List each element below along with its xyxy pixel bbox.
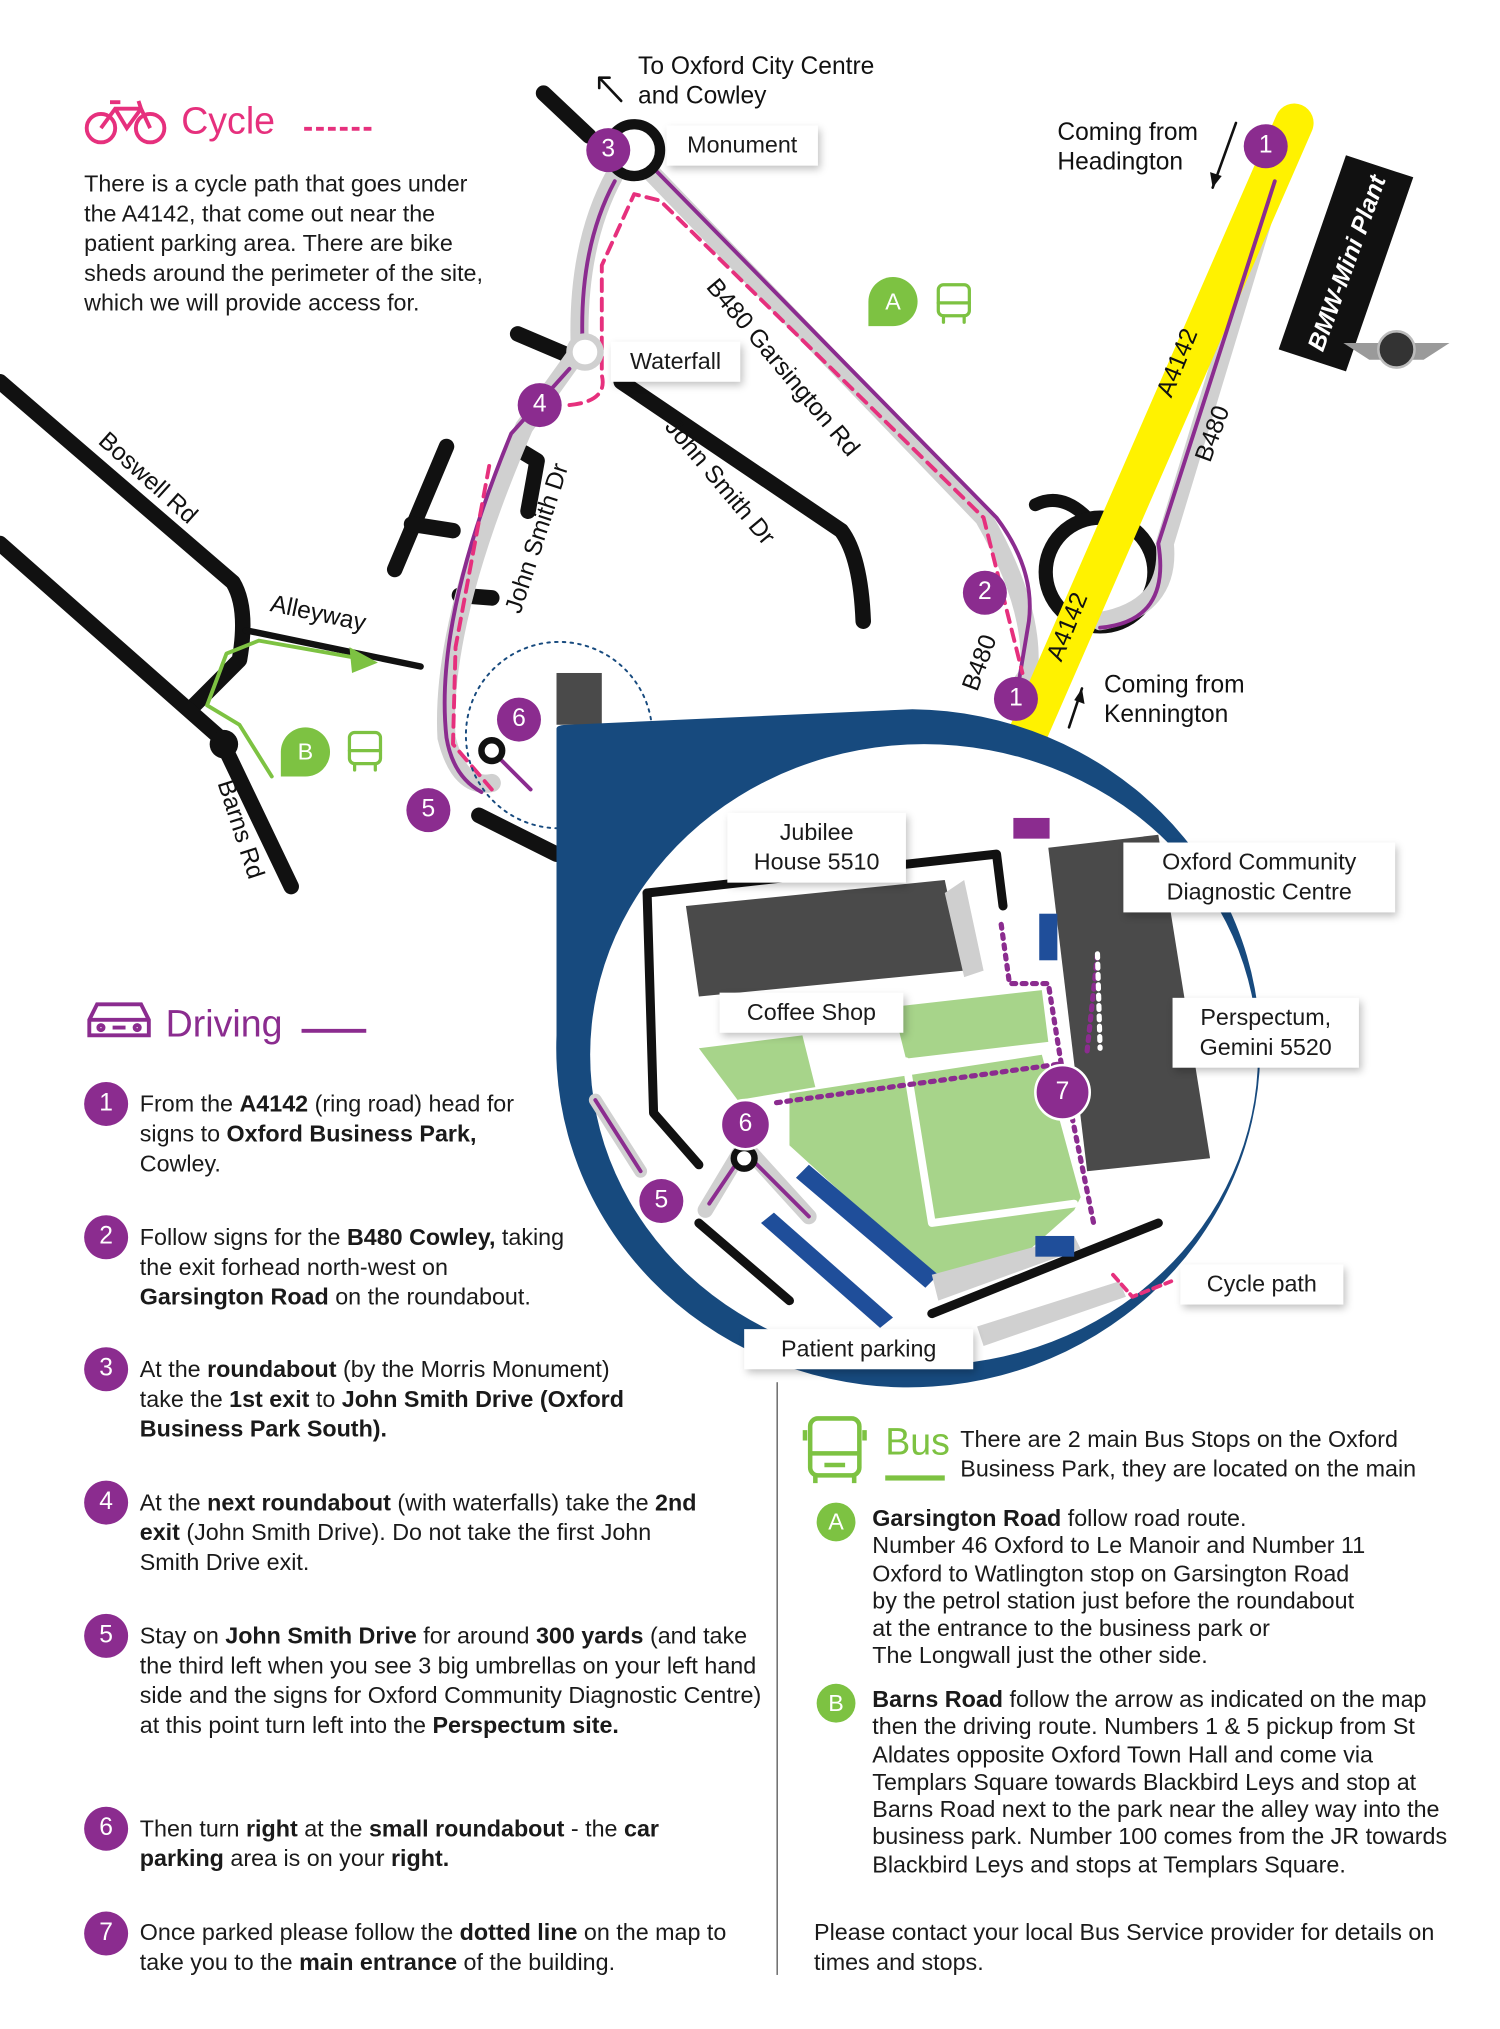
- perspectum-line2: Gemini 5520: [1199, 1034, 1332, 1060]
- jubilee-line2: House 5510: [753, 848, 880, 875]
- map-marker-6: 6: [496, 697, 541, 742]
- site-marker-7: 7: [1034, 1063, 1092, 1121]
- to-city-label-2: and Cowley: [638, 83, 767, 110]
- bus-b-text: Barns Road follow the arrow as indicated…: [872, 1686, 1448, 1878]
- map-marker-4: 4: [517, 383, 562, 428]
- bus-stop-b-marker: B: [280, 727, 331, 777]
- ocdc-line1: Oxford Community: [1162, 848, 1357, 875]
- road-to-city: [535, 85, 597, 144]
- walking-dotted-route: [773, 916, 1101, 1226]
- mini-logo: [1343, 330, 1450, 369]
- cycle-header: Cycle: [84, 96, 382, 148]
- step-1: From the A4142 (ring road) head for sign…: [139, 1091, 515, 1177]
- a4142-road: [1009, 103, 1314, 751]
- step-4-marker: 4: [84, 1480, 129, 1525]
- step-5: Stay on John Smith Drive for around 300 …: [139, 1622, 762, 1739]
- map-marker-3: 3: [586, 128, 631, 173]
- kennington-label-2: Kennington: [1104, 701, 1228, 728]
- bus-legend-line: [885, 1475, 945, 1481]
- step-5-marker: 5: [84, 1613, 129, 1658]
- bus-a-text: Garsington Road follow road route. Numbe…: [872, 1505, 1366, 1669]
- waterfall-label: Waterfall: [610, 341, 741, 382]
- road-label-alleyway: Alleyway: [268, 590, 369, 637]
- bus-stop-a-marker: A: [868, 276, 918, 327]
- ocdc-line2: Diagnostic Centre: [1166, 878, 1352, 905]
- section-divider: [776, 1382, 778, 1975]
- waterfall-roundabout: [566, 333, 604, 371]
- bus-b-marker: B: [816, 1683, 856, 1723]
- bus-b-route: [205, 638, 371, 779]
- patient-parking-label: Patient parking: [744, 1329, 974, 1370]
- step-6-marker: 6: [84, 1806, 129, 1851]
- bike-shed-icon: [1013, 817, 1050, 839]
- bus-icon-large: [802, 1416, 867, 1484]
- kennington-label: Coming from: [1104, 671, 1245, 698]
- map-marker-2: 2: [962, 570, 1007, 615]
- cycle-legend-line: [304, 126, 372, 131]
- step-3-marker: 3: [84, 1347, 129, 1392]
- inset-site: [588, 817, 1211, 1346]
- step-2-marker: 2: [84, 1215, 129, 1260]
- step-6: Then turn right at the small roundabout …: [139, 1815, 659, 1872]
- headington-label-2: Headington: [1057, 149, 1183, 176]
- map-marker-1: 1: [1243, 124, 1288, 169]
- step-2: Follow signs for the B480 Cowley, taking…: [139, 1224, 565, 1310]
- perspectum-label: Perspectum, Gemini 5520: [1172, 997, 1359, 1068]
- bus-intro: There are 2 main Bus Stops on the Oxford…: [960, 1426, 1417, 1482]
- alleyway-path: [242, 627, 424, 670]
- bus-icon: [347, 283, 971, 772]
- step-4: At the next roundabout (with waterfalls)…: [139, 1489, 697, 1576]
- perspectum-line1: Perspectum,: [1200, 1004, 1332, 1031]
- headington-label: Coming from: [1057, 119, 1198, 146]
- to-city-label: To Oxford City Centre: [638, 53, 874, 80]
- step-7: Once parked please follow the dotted lin…: [139, 1919, 727, 1975]
- jubilee-line1: Jubilee: [779, 819, 854, 846]
- map-marker-1b: 1: [993, 676, 1038, 721]
- step-1-marker: 1: [84, 1081, 129, 1126]
- bus-a-marker: A: [816, 1502, 856, 1542]
- cycle-title: Cycle: [181, 100, 276, 143]
- bus-footer: Please contact your local Bus Service pr…: [814, 1919, 1435, 1975]
- step-3: At the roundabout (by the Morris Monumen…: [139, 1356, 624, 1442]
- john-smith-dr-east: [613, 374, 871, 629]
- map-marker-5: 5: [406, 788, 451, 833]
- driving-route: [442, 166, 1277, 794]
- driving-legend-line: [301, 1028, 367, 1033]
- site-marker-6: 6: [719, 1098, 772, 1151]
- cycle-description: There is a cycle path that goes under th…: [84, 170, 483, 316]
- bicycle-icon: [84, 100, 167, 145]
- driving-title: Driving: [165, 1004, 283, 1046]
- disabled-parking-icon: [1039, 913, 1058, 961]
- car-icon: [87, 1002, 151, 1038]
- coffee-shop-label: Coffee Shop: [719, 992, 904, 1033]
- driving-header: Driving: [84, 999, 382, 1051]
- cycle-route: [567, 192, 1025, 675]
- road-label-b480-2: B480: [957, 631, 1002, 694]
- cycle-path-label: Cycle path: [1180, 1264, 1344, 1305]
- step-7-marker: 7: [84, 1911, 129, 1956]
- monument-label: Monument: [666, 125, 818, 166]
- bus-title: Bus: [885, 1422, 950, 1464]
- site-marker-5: 5: [639, 1179, 684, 1224]
- boswell-rd-north: [0, 374, 251, 714]
